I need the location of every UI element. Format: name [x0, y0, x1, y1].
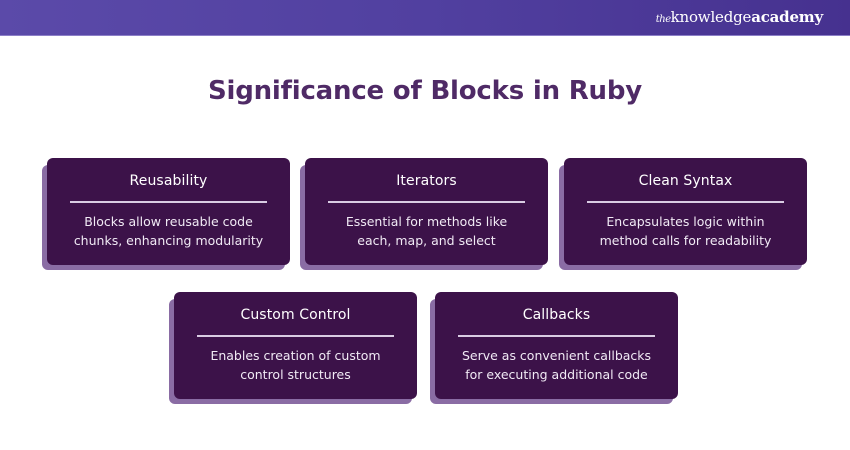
- card-description: Essential for methods like each, map, an…: [313, 213, 540, 250]
- card-callbacks: Callbacks Serve as convenient callbacks …: [430, 292, 683, 404]
- card-body: Custom Control Enables creation of custo…: [174, 292, 417, 399]
- card-body: Iterators Essential for methods like eac…: [305, 158, 548, 265]
- card-body: Clean Syntax Encapsulates logic within m…: [564, 158, 807, 265]
- card-description: Blocks allow reusable code chunks, enhan…: [55, 213, 282, 250]
- header-band: theknowledgeacademy: [0, 0, 850, 36]
- card-description-line: Essential for methods like: [345, 214, 508, 229]
- card-description-line: Serve as convenient callbacks: [461, 348, 652, 363]
- card-description-line: Encapsulates logic within: [606, 214, 765, 229]
- card-description: Enables creation of custom control struc…: [182, 347, 409, 384]
- card-reusability: Reusability Blocks allow reusable code c…: [42, 158, 295, 270]
- card-title: Callbacks: [522, 307, 591, 323]
- card-title: Custom Control: [240, 307, 351, 323]
- card-clean-syntax: Clean Syntax Encapsulates logic within m…: [559, 158, 812, 270]
- brand-logo[interactable]: theknowledgeacademy: [656, 7, 823, 30]
- card-title: Clean Syntax: [638, 173, 733, 189]
- card-description-line: for executing additional code: [465, 366, 648, 382]
- card-description-line: each, map, and select: [357, 232, 496, 248]
- card-custom-control: Custom Control Enables creation of custo…: [169, 292, 422, 404]
- card-description: Serve as convenient callbacks for execut…: [443, 347, 670, 384]
- brand-logo-prefix: the: [655, 14, 671, 25]
- card-description-line: Blocks allow reusable code: [84, 214, 253, 229]
- card-description-line: control structures: [240, 366, 351, 382]
- card-divider: [458, 335, 655, 337]
- card-divider: [328, 201, 525, 203]
- card-body: Reusability Blocks allow reusable code c…: [47, 158, 290, 265]
- card-description-line: Enables creation of custom: [210, 348, 381, 363]
- card-body: Callbacks Serve as convenient callbacks …: [435, 292, 678, 399]
- card-description-line: chunks, enhancing modularity: [73, 232, 264, 248]
- card-title: Reusability: [129, 173, 208, 189]
- brand-logo-suffix: academy: [751, 8, 823, 26]
- card-title: Iterators: [396, 173, 457, 189]
- card-description: Encapsulates logic within method calls f…: [572, 213, 799, 250]
- card-divider: [70, 201, 267, 203]
- card-description-line: method calls for readability: [599, 232, 772, 248]
- page-title: Significance of Blocks in Ruby: [207, 76, 643, 106]
- card-iterators: Iterators Essential for methods like eac…: [300, 158, 553, 270]
- brand-logo-main: knowledge: [670, 8, 752, 26]
- card-divider: [197, 335, 394, 337]
- card-divider: [587, 201, 784, 203]
